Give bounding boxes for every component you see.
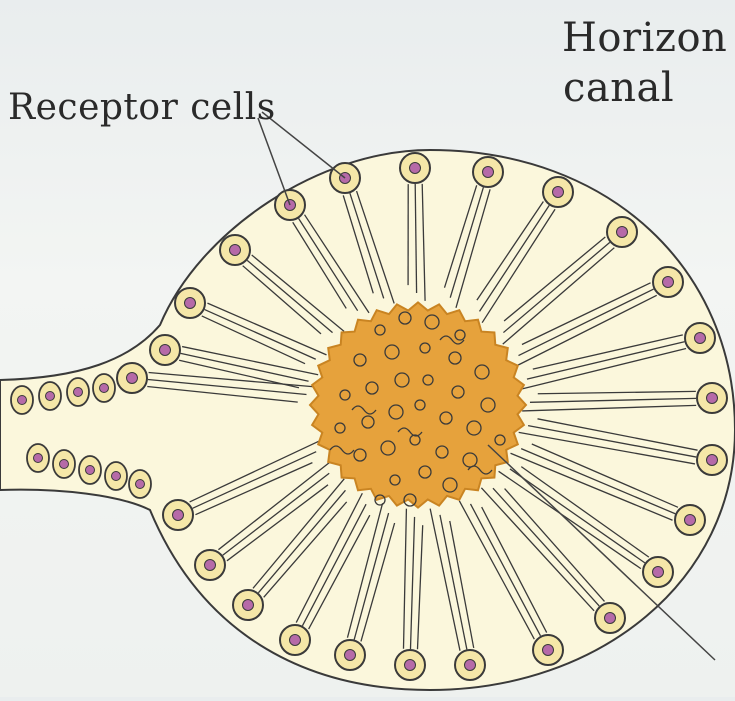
receptor-cell-nucleus xyxy=(553,187,564,198)
receptor-cell-nucleus xyxy=(617,227,628,238)
receptor-cell-nucleus xyxy=(243,600,254,611)
receptor-cell-nucleus xyxy=(653,567,664,578)
receptor-cell-nucleus xyxy=(605,613,616,624)
receptor-cell-nucleus xyxy=(127,373,138,384)
canal-receptor-cell-nucleus xyxy=(136,480,145,489)
receptor-cell-nucleus xyxy=(205,560,216,571)
canal-receptor-cell-nucleus xyxy=(86,466,95,475)
canal-receptor-cell-nucleus xyxy=(34,454,43,463)
receptor-cell-nucleus xyxy=(707,455,718,466)
canal-receptor-cell-nucleus xyxy=(74,388,83,397)
receptor-cell-nucleus xyxy=(160,345,171,356)
canal-receptor-cell-nucleus xyxy=(112,472,121,481)
receptor-cell-nucleus xyxy=(410,163,421,174)
receptor-cell-nucleus xyxy=(173,510,184,521)
receptor-cell-nucleus xyxy=(185,298,196,309)
canal-receptor-cell-nucleus xyxy=(18,396,27,405)
receptor-cell-nucleus xyxy=(405,660,416,671)
receptor-cell-nucleus xyxy=(663,277,674,288)
receptor-cell-nucleus xyxy=(290,635,301,646)
cupula xyxy=(310,302,526,507)
receptor-cell-nucleus xyxy=(345,650,356,661)
receptor-cell-nucleus xyxy=(707,393,718,404)
receptor-cell-nucleus xyxy=(465,660,476,671)
horizontal-canal-label-line1: Horizon xyxy=(562,18,727,58)
horizontal-canal-label-line2: canal xyxy=(563,68,674,108)
receptor-cell-nucleus xyxy=(543,645,554,656)
receptor-cell-nucleus xyxy=(483,167,494,178)
receptor-cells-label: Receptor cells xyxy=(8,90,276,126)
receptor-cell-nucleus xyxy=(230,245,241,256)
canal-receptor-cell-nucleus xyxy=(100,384,109,393)
receptor-cell-nucleus xyxy=(695,333,706,344)
receptor-cell-nucleus xyxy=(685,515,696,526)
canal-receptor-cell-nucleus xyxy=(46,392,55,401)
canal-receptor-cell-nucleus xyxy=(60,460,69,469)
